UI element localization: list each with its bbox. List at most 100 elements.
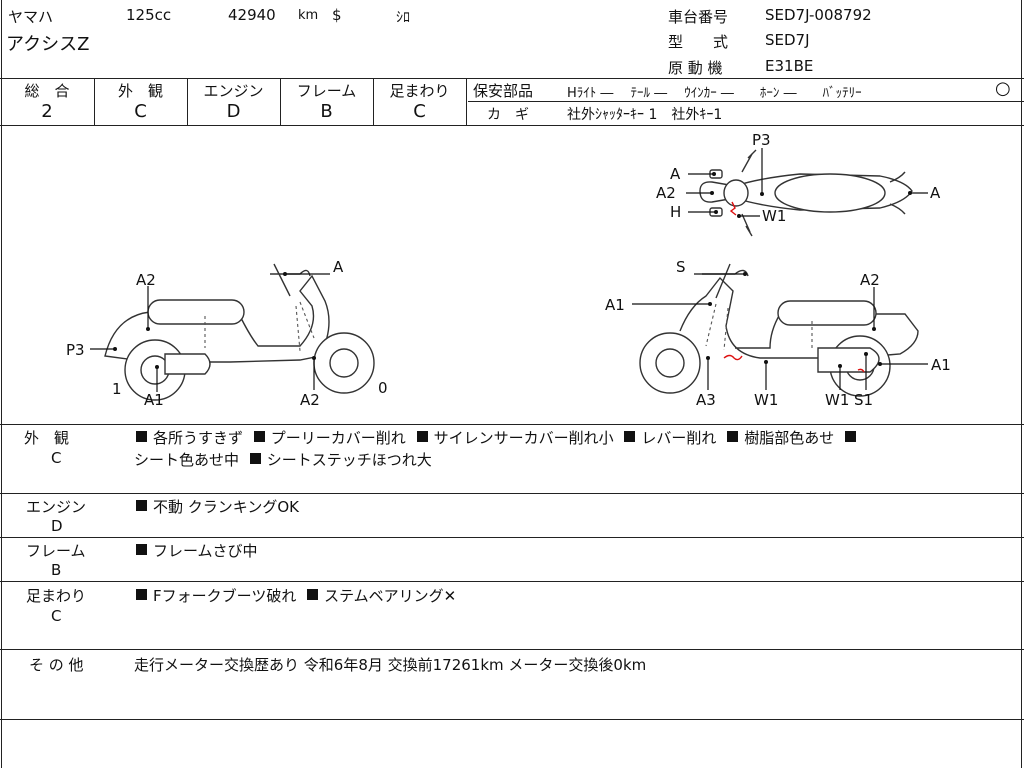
frame-number-label: 車台番号 bbox=[668, 8, 729, 26]
label-right-a2: A2 bbox=[860, 271, 880, 289]
notes-other-label: そ の 他 bbox=[29, 656, 84, 674]
left-side-scooter bbox=[104, 263, 375, 401]
model-code: SED7J bbox=[765, 31, 810, 49]
right-side-scooter bbox=[639, 263, 919, 397]
exterior-item: シート色あせ中 bbox=[134, 451, 240, 469]
exterior-item: レバー削れ bbox=[641, 429, 717, 447]
label-right-w1: W1 bbox=[754, 391, 778, 409]
grade-suspension-label: 足まわり bbox=[389, 82, 450, 100]
top-view-scooter bbox=[699, 149, 913, 237]
label-left-a: A bbox=[333, 258, 344, 276]
grade-frame: B bbox=[320, 101, 333, 122]
bullet-icon bbox=[253, 431, 265, 442]
label-top-h: H bbox=[670, 203, 681, 221]
engine-item: 不動 クランキングOK bbox=[153, 498, 299, 516]
label-top-w1: W1 bbox=[762, 207, 786, 225]
notes-suspension-items: Fフォークブーツ破れ ステムベアリング✕ bbox=[136, 585, 456, 606]
divider-diagram bbox=[0, 424, 1024, 425]
exterior-item: シートステッチほつれ大 bbox=[266, 451, 432, 469]
label-top-a2: A2 bbox=[656, 184, 676, 202]
notes-engine-items: 不動 クランキングOK bbox=[136, 496, 299, 517]
bullet-icon bbox=[249, 453, 261, 464]
exterior-item: サイレンサーカバー削れ小 bbox=[433, 429, 614, 447]
grade-divider-5 bbox=[466, 78, 467, 125]
mileage: 42940 bbox=[228, 6, 276, 24]
label-left-0: 0 bbox=[378, 379, 388, 397]
label-right-a1: A1 bbox=[605, 296, 625, 314]
divider-suspension bbox=[0, 649, 1024, 650]
notes-suspension-label: 足まわり bbox=[26, 587, 87, 605]
bullet-icon bbox=[307, 589, 319, 600]
grade-suspension: C bbox=[413, 101, 426, 122]
frame-number: SED7J-008792 bbox=[765, 6, 872, 24]
grade-divider-1 bbox=[94, 78, 95, 125]
notes-frame-label: フレーム bbox=[26, 542, 86, 560]
label-right-w1b: W1 bbox=[825, 391, 849, 409]
notes-frame-grade: B bbox=[51, 561, 62, 579]
divider-grades bbox=[0, 125, 1024, 126]
notes-exterior-line2: シート色あせ中 シートステッチほつれ大 bbox=[134, 449, 432, 470]
divider-other bbox=[0, 719, 1024, 720]
grade-frame-label: フレーム bbox=[296, 82, 357, 100]
key-text: 社外ｼｬｯﾀｰｷｰ 1 社外ｷｰ1 bbox=[567, 107, 723, 123]
grade-engine: D bbox=[226, 101, 241, 122]
notes-engine-label: エンジン bbox=[26, 498, 87, 516]
battery-mark: ○ bbox=[995, 78, 1011, 99]
label-left-a1: A1 bbox=[144, 391, 164, 409]
grade-overall: 2 bbox=[41, 101, 53, 122]
suspension-item: Fフォークブーツ破れ bbox=[153, 587, 297, 605]
divider-exterior bbox=[0, 493, 1024, 494]
maker: ヤマハ bbox=[8, 8, 54, 26]
notes-frame-items: フレームさび中 bbox=[136, 540, 258, 561]
label-left-p3: P3 bbox=[66, 341, 85, 359]
label-left-a2b: A2 bbox=[300, 391, 320, 409]
bullet-icon bbox=[136, 544, 147, 555]
engine-code-label: 原 動 機 bbox=[668, 59, 723, 77]
notes-suspension-grade: C bbox=[51, 607, 62, 625]
model-name: アクシスZ bbox=[6, 34, 90, 55]
bullet-icon bbox=[136, 500, 147, 511]
notes-exterior-label: 外 観 bbox=[24, 429, 70, 447]
bullet-icon bbox=[136, 431, 147, 442]
label-right-a3: A3 bbox=[696, 391, 716, 409]
safety-label: 保安部品 bbox=[473, 82, 534, 100]
divider-safety bbox=[468, 101, 1024, 102]
grade-divider-4 bbox=[373, 78, 374, 125]
body-color: ｼﾛ bbox=[396, 10, 410, 26]
bullet-icon bbox=[727, 431, 739, 442]
label-right-s1: S1 bbox=[854, 391, 873, 409]
notes-engine-grade: D bbox=[51, 517, 63, 535]
label-right-s: S bbox=[676, 258, 686, 276]
bullet-icon bbox=[136, 589, 147, 600]
key-label: カ ギ bbox=[487, 107, 529, 123]
grade-divider-3 bbox=[280, 78, 281, 125]
frame-left-border bbox=[1, 0, 2, 768]
label-top-a: A bbox=[670, 165, 681, 183]
damage-diagram: P3 A A2 H W1 A A2 A P3 1 A1 bbox=[66, 131, 951, 409]
suspension-item: ステムベアリング✕ bbox=[324, 587, 457, 605]
exterior-item: 各所うすきず bbox=[153, 429, 244, 447]
safety-items: Hﾗｲﾄ ― ﾃｰﾙ ― ｳｲﾝｶｰ ― ﾎｰﾝ ― ﾊﾞｯﾃﾘｰ bbox=[567, 86, 862, 101]
notes-exterior-line1: 各所うすきず プーリーカバー削れ サイレンサーカバー削れ小 レバー削れ 樹脂部色… bbox=[136, 427, 862, 448]
label-right-a1b: A1 bbox=[931, 356, 951, 374]
price-mark: $ bbox=[332, 6, 342, 24]
frame-right-border bbox=[1021, 0, 1022, 768]
bullet-icon bbox=[416, 431, 428, 442]
bullet-icon bbox=[844, 431, 856, 442]
notes-exterior-grade: C bbox=[51, 449, 62, 467]
label-top-a-rear: A bbox=[930, 184, 941, 202]
displacement: 125cc bbox=[126, 6, 172, 24]
label-top-p3: P3 bbox=[752, 131, 771, 149]
label-left-1: 1 bbox=[112, 380, 122, 398]
model-code-label: 型 式 bbox=[668, 33, 729, 51]
grade-exterior-label: 外 観 bbox=[117, 82, 163, 100]
exterior-item: プーリーカバー削れ bbox=[270, 429, 406, 447]
grade-divider-2 bbox=[187, 78, 188, 125]
bullet-icon bbox=[624, 431, 636, 442]
grade-overall-label: 総 合 bbox=[24, 82, 70, 100]
grade-engine-label: エンジン bbox=[203, 82, 264, 100]
engine-code: E31BE bbox=[765, 57, 814, 75]
divider-header bbox=[0, 78, 1024, 79]
frame-item: フレームさび中 bbox=[153, 542, 258, 560]
divider-engine bbox=[0, 537, 1024, 538]
